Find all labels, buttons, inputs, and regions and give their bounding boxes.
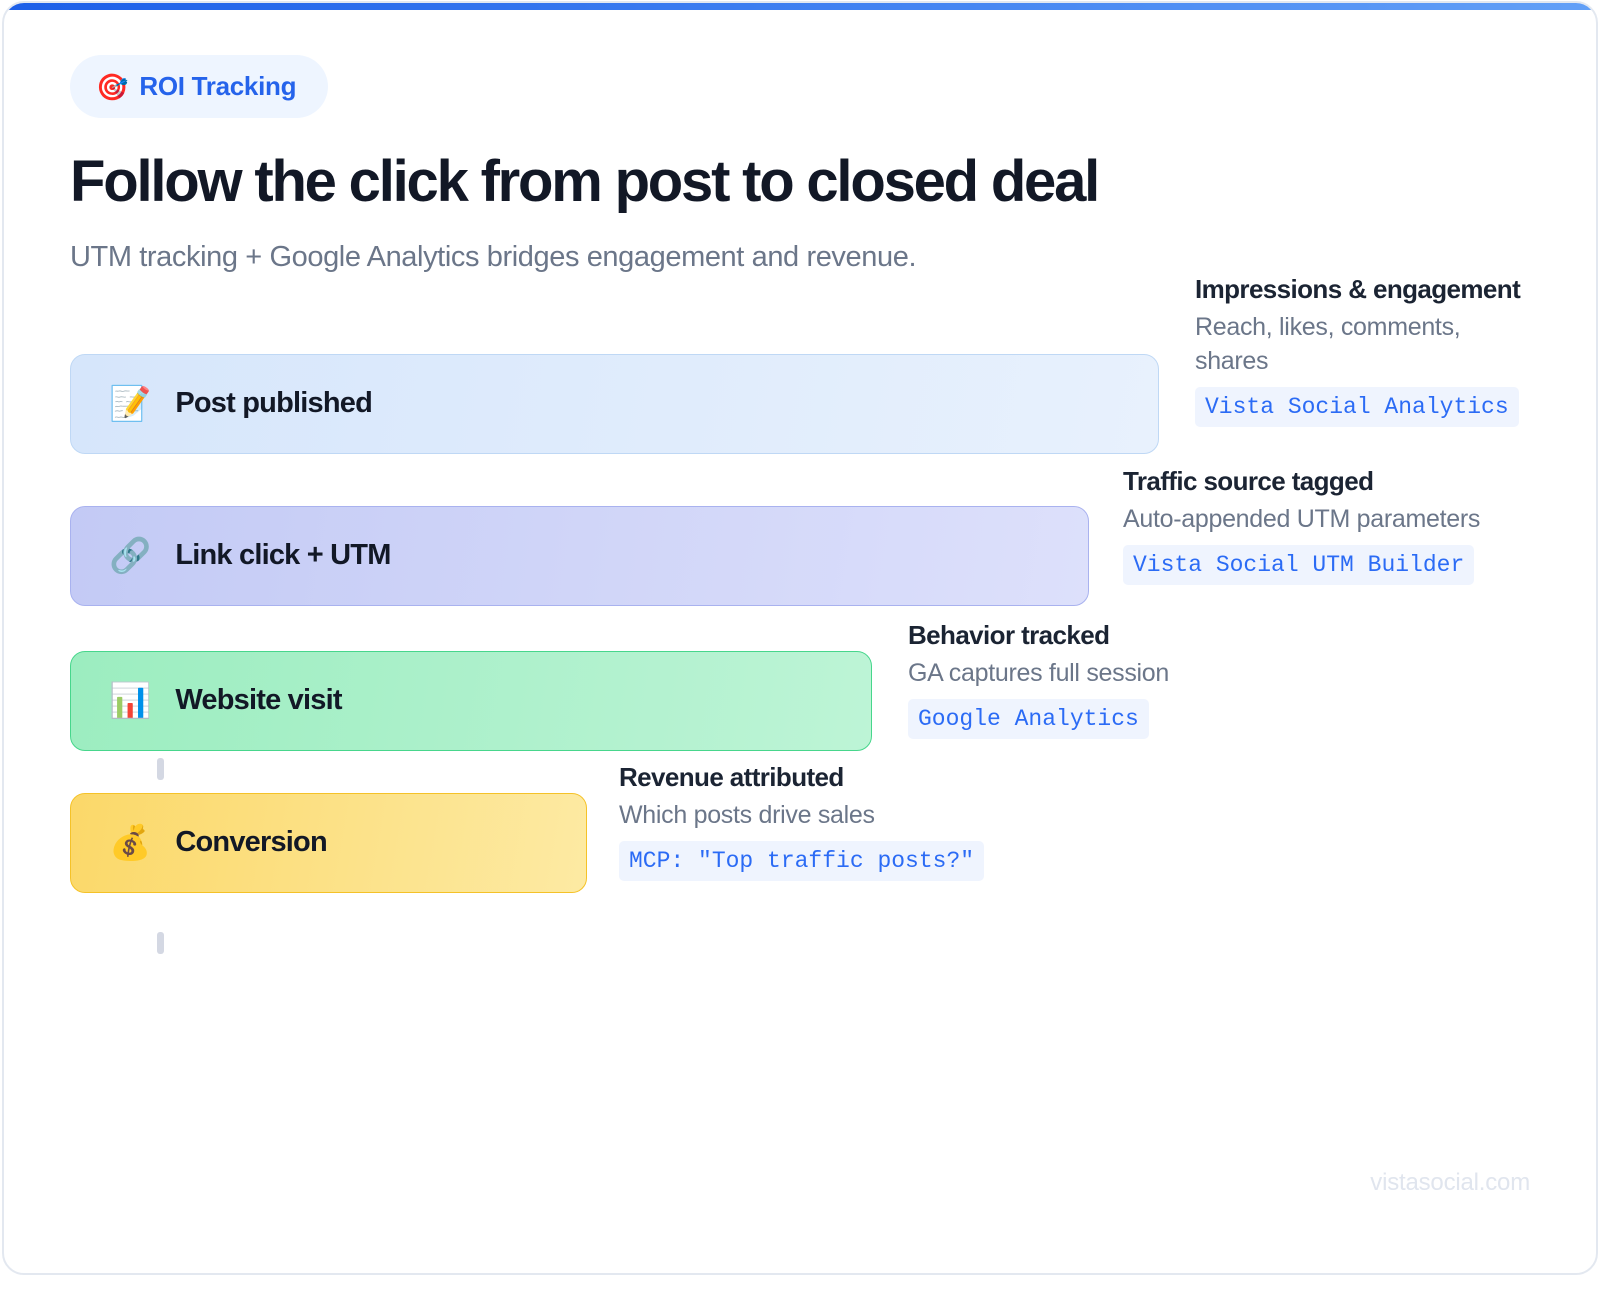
funnel-stage: 📊 Website visit Behavior tracked GA capt… <box>70 620 1530 751</box>
watermark: vistasocial.com <box>1370 1169 1530 1196</box>
stage-meta: Revenue attributed Which posts drive sal… <box>619 760 1049 882</box>
money-bag-icon: 💰 <box>109 823 152 862</box>
meta-tag-chip: Vista Social Analytics <box>1195 387 1519 428</box>
meta-description: Reach, likes, comments, shares <box>1195 313 1461 376</box>
bar-chart-icon: 📊 <box>109 681 152 720</box>
meta-description: Which posts drive sales <box>619 801 875 830</box>
meta-title: Behavior tracked <box>908 620 1110 651</box>
meta-title: Revenue attributed <box>619 762 844 793</box>
link-icon: 🔗 <box>109 536 152 575</box>
badge-label: ROI Tracking <box>139 71 297 101</box>
stage-bar-link-click-utm: 🔗 Link click + UTM <box>70 505 1089 606</box>
funnel-stage: 💰 Conversion Revenue attributed Which po… <box>70 762 1530 893</box>
page-title: Follow the click from post to closed dea… <box>70 149 1100 214</box>
top-accent-bar <box>4 3 1596 10</box>
stage-bar-post-published: 📝 Post published <box>70 353 1159 454</box>
stage-connector <box>157 757 164 780</box>
page-subtitle: UTM tracking + Google Analytics bridges … <box>70 240 917 273</box>
stage-title: Website visit <box>175 684 342 717</box>
stage-bar-conversion: 💰 Conversion <box>70 792 587 893</box>
card-content: 🎯 ROI Tracking Follow the click from pos… <box>4 3 1596 1273</box>
stage-title: Post published <box>175 387 372 420</box>
stage-connector <box>157 931 164 954</box>
memo-icon: 📝 <box>109 384 152 423</box>
stage-bar-website-visit: 📊 Website visit <box>70 650 872 751</box>
meta-tag-chip: Vista Social UTM Builder <box>1123 545 1475 586</box>
target-icon: 🎯 <box>96 71 129 102</box>
roi-tracking-badge: 🎯 ROI Tracking <box>70 55 329 118</box>
meta-title: Impressions & engagement <box>1195 274 1521 305</box>
infographic-card: 🎯 ROI Tracking Follow the click from pos… <box>2 1 1598 1275</box>
funnel-stage: 🔗 Link click + UTM Traffic source tagged… <box>70 466 1530 606</box>
meta-title: Traffic source tagged <box>1123 466 1374 497</box>
stage-title: Conversion <box>175 826 327 859</box>
meta-description: GA captures full session <box>908 659 1169 688</box>
stage-meta: Traffic source tagged Auto-appended UTM … <box>1123 464 1523 586</box>
meta-description: Auto-appended UTM parameters <box>1123 505 1481 534</box>
stage-title: Link click + UTM <box>175 539 391 572</box>
meta-tag-chip: Google Analytics <box>908 699 1149 740</box>
funnel-diagram: 📝 Post published Impressions & engagemen… <box>70 274 1530 954</box>
meta-tag-chip: MCP: "Top traffic posts?" <box>619 841 985 882</box>
funnel-stage: 📝 Post published Impressions & engagemen… <box>70 274 1530 454</box>
stage-meta: Impressions & engagement Reach, likes, c… <box>1195 272 1525 428</box>
stage-meta: Behavior tracked GA captures full sessio… <box>908 618 1328 740</box>
